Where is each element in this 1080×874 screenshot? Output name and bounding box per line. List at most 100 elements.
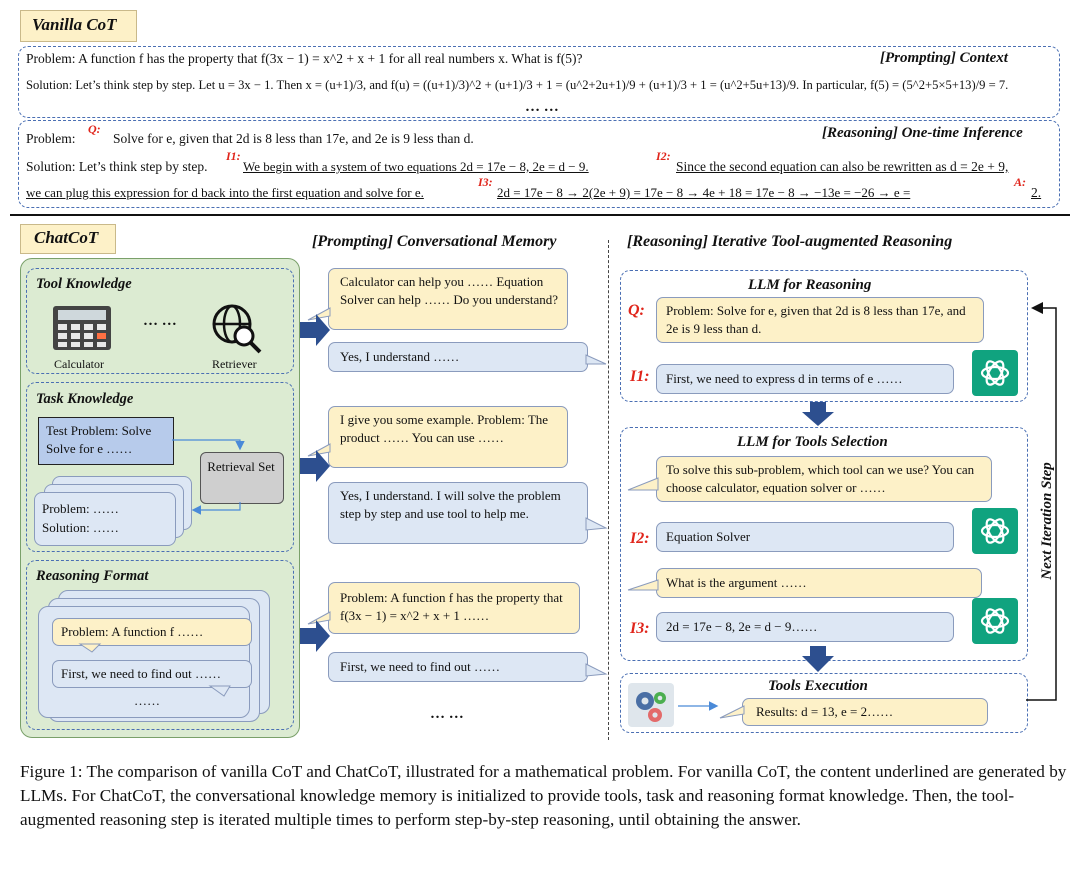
retrieval-connector [172,439,245,451]
a-marker: A: [1014,175,1026,189]
memory-message-2 [328,342,588,372]
test-problem-text: Test Problem: Solve Solve for e …… [46,423,152,456]
vanilla-inference-box [18,120,1060,208]
memory-message-5-text: Problem: A function f has the property t… [340,590,563,623]
inference-label: [Reasoning] One-time Inference [822,125,1023,141]
format-problem-text: Problem: A function f …… [61,624,204,639]
bubble-tail [307,611,331,625]
example-stack-1 [34,492,176,546]
i3-marker: I3: [478,175,493,189]
chatcot-title: ChatCoT [34,228,99,247]
format-dots: …… [134,693,160,708]
answer: 2. [1031,185,1042,200]
bubble-tail [627,579,659,591]
memory-message-5 [328,582,580,634]
chatgpt-icon [972,598,1018,644]
memory-title: [Prompting] Conversational Memory [312,233,557,250]
example-solution: Solution: …… [42,520,119,535]
reasoning-i1-bubble [656,364,954,394]
reasoning-i2-bubble [656,522,954,552]
task-knowledge-box [26,382,294,552]
reasoning-question-text: Problem: Solve for e, given that 2d is 8… [666,303,966,336]
test-problem-box [38,417,174,465]
figure-caption: Figure 1: The comparison of vanilla CoT … [20,762,1067,829]
reasoning-i3-text: 2d = 17e − 8, 2e = d − 9…… [666,619,818,634]
tools-execution-title: Tools Execution [768,678,868,694]
bubble-tail [627,477,659,491]
down-arrow [802,402,834,426]
tool-knowledge-box [26,268,294,374]
reasoning-q-marker: Q: [628,302,645,319]
tool-select-text: To solve this sub-problem, which tool ca… [666,462,975,495]
solution-part-1: We begin with a system of two equations … [243,159,589,174]
i2-marker: I2: [656,149,671,163]
block-arrow [300,450,330,482]
vertical-divider [608,240,609,740]
tool-select-bubble [656,456,992,502]
format-first-text: First, we need to find out …… [61,666,221,681]
bubble-tail [719,705,745,719]
chatgpt-icon [972,350,1018,396]
reasoning-i1-marker: I1: [630,368,650,385]
bubble-tail [585,517,608,531]
vanilla-title-badge [20,10,137,42]
retrieval-connector [191,502,241,515]
q-marker: Q: [88,122,101,136]
reasoning-question-bubble [656,297,984,343]
bubble-tail [78,643,102,653]
gears-icon [628,683,674,727]
reasoning-format-box [26,560,294,730]
memory-message-4 [328,482,588,544]
reasoning-i1-text: First, we need to express d in terms of … [666,371,903,386]
memory-message-3 [328,406,568,468]
vanilla-dots: … … [525,99,559,115]
llm-reasoning-title: LLM for Reasoning [748,277,872,293]
solution-part-4: 2d = 17e − 8 → 2(2e + 9) = 17e − 8 → 4e … [497,185,911,200]
reasoning-format-title: Reasoning Format [36,568,149,584]
tool-dots: … … [143,313,177,329]
memory-message-6-text: First, we need to find out …… [340,659,500,674]
calculator-label: Calculator [54,357,104,371]
calculator-icon [52,305,112,351]
chatgpt-icon [972,508,1018,554]
llm-tools-title: LLM for Tools Selection [737,434,888,450]
memory-message-2-text: Yes, I understand …… [340,349,460,364]
solution-2-prefix: Solution: Let’s think step by step. [26,159,208,174]
format-first-bubble [52,660,252,688]
retrieval-set-text: Retrieval Set [207,459,275,474]
vanilla-solution-1: Solution: Let’s think step by step. Let … [26,78,1009,92]
retriever-label: Retriever [212,357,257,371]
block-arrow [300,620,330,652]
retrieval-set-box [200,452,284,504]
results-bubble [742,698,988,726]
iteration-loop [1026,302,1057,701]
argument-text: What is the argument …… [666,575,807,590]
task-knowledge-title: Task Knowledge [36,391,134,407]
chatcot-title-badge [20,224,116,254]
memory-message-3-text: I give you some example. Problem: The pr… [340,412,549,445]
llm-reasoning-box [620,270,1028,402]
vanilla-problem-1: Problem: A function f has the property t… [26,51,583,66]
memory-dots: … … [430,706,464,722]
i1-marker: I1: [226,149,241,163]
bubble-tail [585,354,607,365]
problem-2-prefix: Problem: [26,131,76,146]
down-arrow [802,646,834,672]
block-arrow [300,314,330,346]
memory-message-1-text: Calculator can help you …… Equation Solv… [340,274,559,307]
memory-message-1 [328,268,568,330]
memory-message-4-text: Yes, I understand. I will solve the prob… [340,488,561,521]
example-problem: Problem: …… [42,501,119,516]
reasoning-i3-bubble [656,612,954,642]
vanilla-context-box [18,46,1060,118]
retriever-icon [210,302,262,354]
tool-knowledge-title: Tool Knowledge [36,276,132,292]
reasoning-title: [Reasoning] Iterative Tool-augmented Rea… [627,233,953,250]
bubble-tail [585,663,608,677]
section-divider [10,214,1070,216]
solution-part-2: Since the second equation can also be re… [676,159,1009,174]
results-text: Results: d = 13, e = 2…… [756,704,894,719]
reasoning-i2-marker: I2: [630,530,650,547]
bubble-tail [208,685,231,697]
